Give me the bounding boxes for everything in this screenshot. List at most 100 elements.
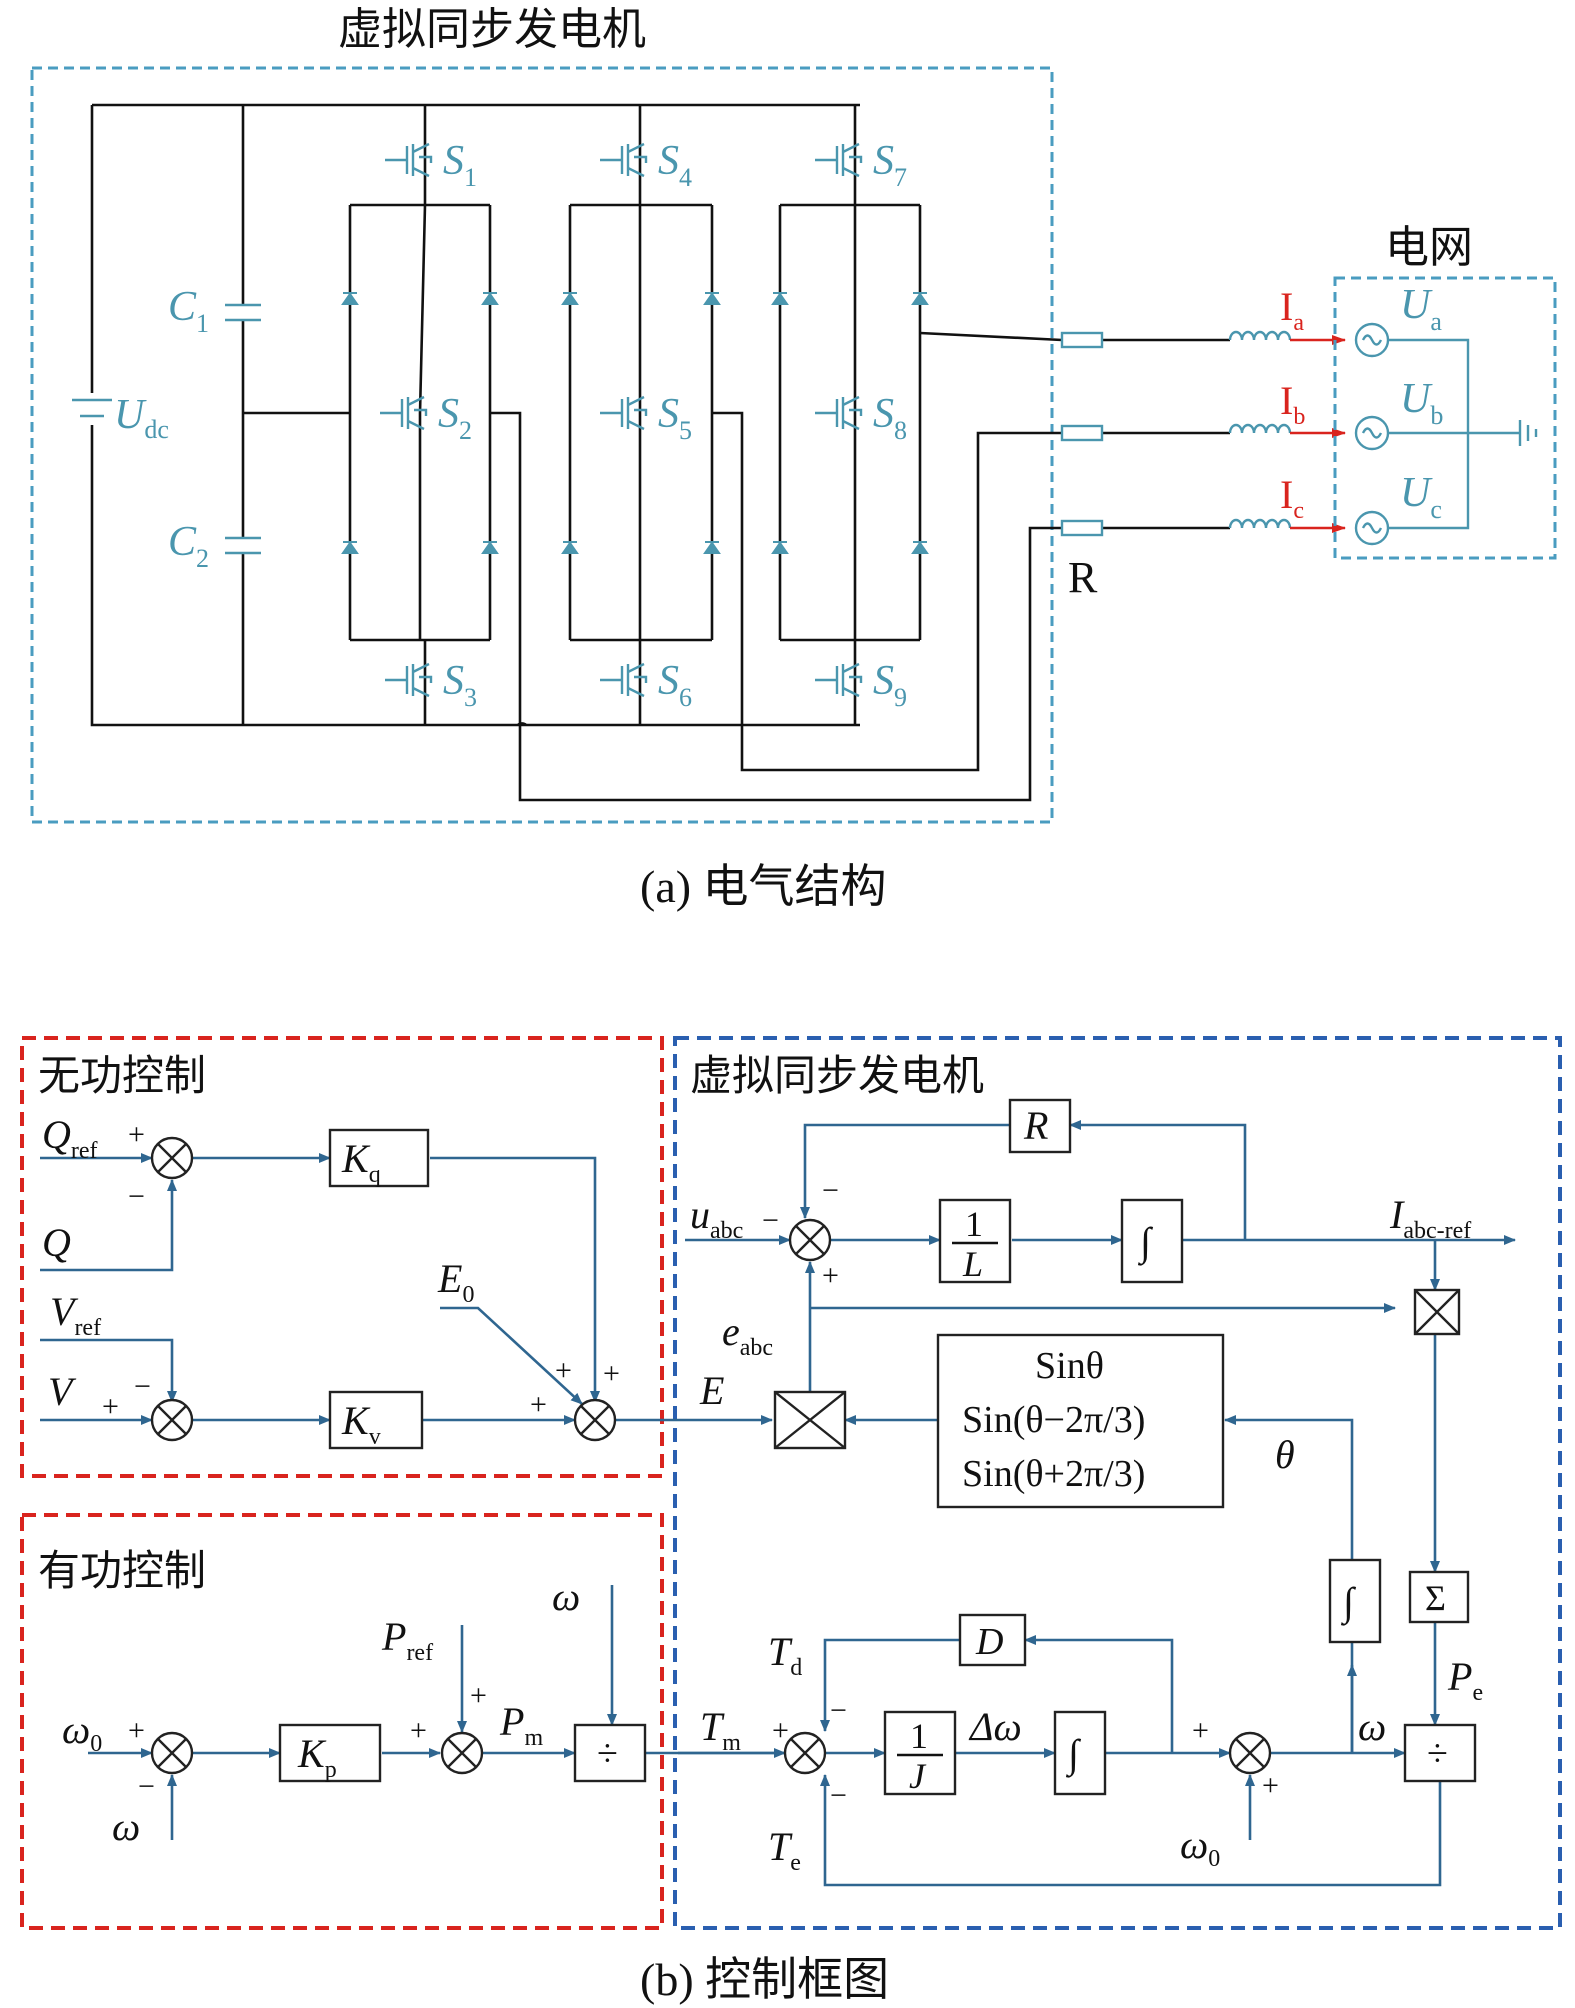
svg-text:ω0: ω0 xyxy=(1180,1822,1220,1872)
integral-theta-symbol: ∫ xyxy=(1340,1579,1357,1626)
kv-main: K xyxy=(341,1398,371,1443)
a-omega0-main: ω xyxy=(62,1707,90,1752)
pref-main: P xyxy=(381,1614,406,1659)
switch-s6: S6 xyxy=(600,658,692,712)
caption-a: (a) 电气结构 xyxy=(640,861,887,912)
ib-sub: b xyxy=(1293,404,1305,430)
s3-main: S xyxy=(443,658,464,704)
kp-main: K xyxy=(297,1731,327,1776)
ib-main: I xyxy=(1280,378,1293,423)
a-omega-top: ω xyxy=(552,1574,580,1619)
c2-main: C xyxy=(168,519,197,565)
svg-text:Ua: Ua xyxy=(1400,282,1442,336)
sign-eabc-plus: + xyxy=(822,1259,839,1292)
svg-text:ω0: ω0 xyxy=(62,1707,102,1757)
svg-text:Kq: Kq xyxy=(341,1136,381,1188)
udc-main: U xyxy=(114,392,147,438)
s1-main: S xyxy=(443,138,464,184)
s9-sub: 9 xyxy=(894,683,907,712)
svg-text:Ub: Ub xyxy=(1400,376,1443,430)
active-boundary xyxy=(20,1513,664,1930)
uabc-main: u xyxy=(690,1192,710,1237)
resistors xyxy=(1060,331,1104,537)
svg-text:S3: S3 xyxy=(443,658,477,712)
switch-s2: S2 xyxy=(380,391,472,445)
s5-main: S xyxy=(658,391,679,437)
sign-v-plus: + xyxy=(102,1390,119,1423)
caption-b: (b) 控制框图 xyxy=(640,1954,889,2005)
eabc-sub: abc xyxy=(740,1335,773,1361)
sign-tm-plus: + xyxy=(772,1714,789,1747)
iabcref-main: I xyxy=(1389,1192,1405,1237)
dc-source: Udc xyxy=(72,392,169,444)
ub-main: U xyxy=(1400,376,1433,422)
sign-q-minus: − xyxy=(128,1180,145,1213)
active-signals xyxy=(88,1585,806,1840)
sign-e-plus-2: + xyxy=(555,1354,572,1387)
c1-sub: 1 xyxy=(196,309,209,338)
pm-sub: m xyxy=(524,1725,543,1751)
d-block-label: D xyxy=(975,1621,1003,1663)
svg-text:Ic: Ic xyxy=(1280,472,1304,524)
svg-text:S6: S6 xyxy=(658,658,692,712)
svg-text:Td: Td xyxy=(768,1629,802,1681)
sign-te-minus: − xyxy=(830,1779,847,1812)
inv-l-den: L xyxy=(962,1244,983,1284)
multiplier-iabc xyxy=(1413,1288,1461,1336)
s2-sub: 2 xyxy=(459,416,472,445)
svg-text:S2: S2 xyxy=(438,391,472,445)
current-arrows: Ia Ib Ic xyxy=(1280,284,1346,533)
inv-j-num: 1 xyxy=(910,1716,928,1756)
tm-main: T xyxy=(700,1704,725,1749)
sign-r-minus: − xyxy=(822,1174,839,1207)
vsg-boundary xyxy=(30,66,1054,824)
e-label: E xyxy=(699,1368,724,1413)
grid-boundary xyxy=(1333,276,1557,560)
s7-sub: 7 xyxy=(894,163,907,192)
dc-wiring xyxy=(90,103,860,727)
te-main: T xyxy=(768,1824,793,1869)
sin-line-3: Sin(θ+2π/3) xyxy=(962,1453,1145,1495)
sign-e-plus-3: + xyxy=(603,1357,620,1390)
sign-vref-minus: − xyxy=(134,1370,151,1403)
s2-main: S xyxy=(438,391,459,437)
td-main: T xyxy=(768,1629,793,1674)
integral-theta-block: ∫ xyxy=(1328,1558,1382,1644)
a-omega0-sub: 0 xyxy=(90,1731,102,1757)
sign-td-minus: − xyxy=(830,1694,847,1727)
te-sub: e xyxy=(790,1850,801,1876)
d-block: D xyxy=(958,1613,1027,1667)
tm-sub: m xyxy=(722,1730,741,1756)
ua-sub: a xyxy=(1430,307,1442,336)
vsg-divide-symbol: ÷ xyxy=(1427,1733,1448,1775)
pe-sub: e xyxy=(1472,1680,1483,1706)
svg-text:Kp: Kp xyxy=(297,1731,337,1783)
switch-s7: S7 xyxy=(815,138,907,192)
vsg-omega-label: ω xyxy=(1358,1704,1386,1749)
s3-sub: 3 xyxy=(464,683,477,712)
sin-block: Sinθ Sin(θ−2π/3) Sin(θ+2π/3) xyxy=(936,1333,1225,1509)
electrical-structure: 虚拟同步发电机 Udc C1 C2 xyxy=(30,4,1557,912)
control-diagram: 无功控制 有功控制 虚拟同步发电机 xyxy=(20,1036,1562,2005)
kv-sub: v xyxy=(369,1424,381,1450)
svg-text:S7: S7 xyxy=(873,138,907,192)
active-sum-omega xyxy=(150,1731,194,1775)
svg-text:S8: S8 xyxy=(873,391,907,445)
capacitor-c1: C1 xyxy=(168,284,261,338)
reactive-signals xyxy=(40,1153,773,1425)
kp-block: Kp xyxy=(278,1723,382,1783)
s1-sub: 1 xyxy=(464,163,477,192)
udc-sub: dc xyxy=(144,415,169,444)
uc-main: U xyxy=(1400,470,1433,516)
bridge-leg-2 xyxy=(568,105,714,725)
inductors xyxy=(1228,330,1292,529)
svg-text:E0: E0 xyxy=(437,1256,474,1308)
svg-text:Qref: Qref xyxy=(42,1112,98,1164)
svg-text:uabc: uabc xyxy=(690,1192,743,1244)
multiplier-e xyxy=(773,1390,847,1450)
sign-e-plus-1: + xyxy=(530,1388,547,1421)
ac-source-c xyxy=(1354,510,1390,546)
sign-uabc-minus: − xyxy=(762,1204,779,1237)
ub-sub: b xyxy=(1430,401,1443,430)
svg-text:C1: C1 xyxy=(168,284,209,338)
